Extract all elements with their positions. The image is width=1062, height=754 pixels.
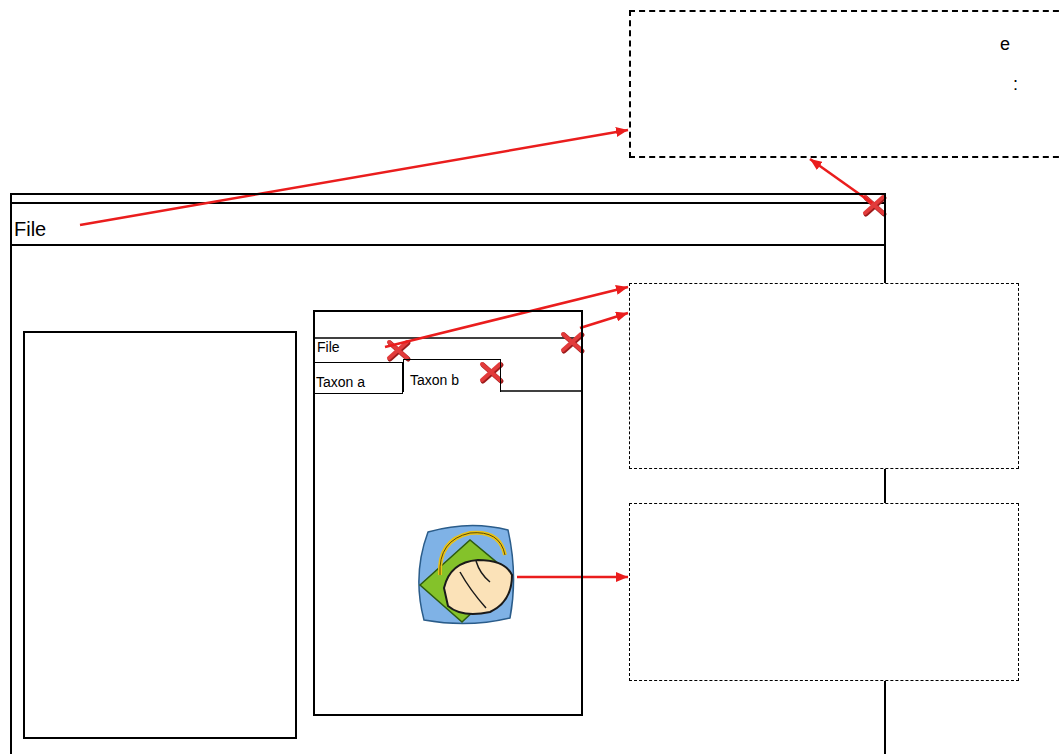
label-text: Taxon b <box>410 372 459 388</box>
label-text: Taxon a <box>316 374 365 390</box>
tab: Taxon a <box>313 362 403 394</box>
inner-title-line <box>313 337 583 339</box>
arrow-connector <box>80 130 628 225</box>
tab-strip-line <box>500 390 583 392</box>
label-text: File <box>317 339 340 355</box>
label-text: : <box>1013 74 1018 95</box>
callout-box <box>629 283 1019 469</box>
label-text: File <box>14 218 46 241</box>
title-bar-line <box>10 202 886 204</box>
callout-box: e: <box>629 10 1062 158</box>
inner-window: FileTaxon a Taxon b <box>313 310 583 716</box>
arrow-connector <box>810 159 872 203</box>
mouse-icon <box>419 525 514 623</box>
callout-box <box>629 503 1019 681</box>
close-mark <box>563 334 582 351</box>
close-mark <box>482 364 501 381</box>
menu-bar-line <box>10 244 886 246</box>
arrow-connector <box>385 287 628 347</box>
side-panel <box>24 332 296 738</box>
label-text: e <box>1000 34 1010 55</box>
arrow-connector <box>580 313 628 328</box>
arrow-connector <box>517 576 628 579</box>
active-tab: Taxon b <box>403 359 501 392</box>
